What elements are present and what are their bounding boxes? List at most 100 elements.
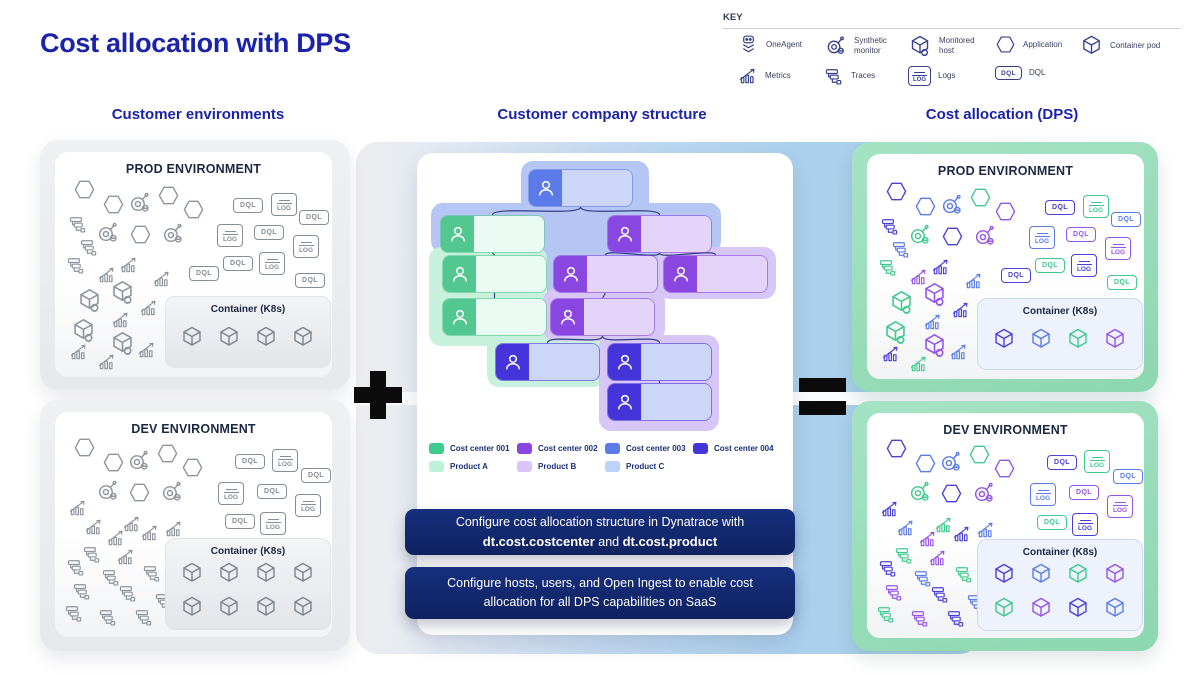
- legend-label: Product B: [538, 462, 577, 471]
- log-badge-icon: LOG: [1083, 195, 1109, 218]
- legend-label: Cost center 004: [714, 444, 774, 453]
- key-item-metrics: Metrics: [738, 66, 817, 86]
- badge-label: LOG: [1035, 495, 1051, 502]
- synthetic-icon: [824, 34, 847, 57]
- dql-badge-icon: DQL: [1035, 258, 1065, 273]
- badge-label: LOG: [223, 494, 239, 501]
- application-icon: [181, 456, 204, 479]
- legend-item-product: Product C: [605, 461, 664, 472]
- dql-badge-icon: DQL: [301, 468, 331, 483]
- synthetic-icon: [972, 223, 997, 248]
- badge-label: LOG: [1089, 462, 1105, 469]
- product-area: [641, 384, 711, 420]
- key-item-label: Application: [1023, 39, 1063, 49]
- badge-label: DQL: [264, 488, 280, 495]
- synthetic-icon: [971, 480, 996, 505]
- metrics-icon: [137, 340, 157, 360]
- metrics-icon: [140, 523, 160, 543]
- traces-icon: [891, 239, 911, 259]
- host-icon: [109, 330, 136, 357]
- log-badge-icon: LOG: [271, 193, 297, 216]
- person-avatar-icon: [529, 170, 562, 206]
- org-person-card: [607, 215, 712, 253]
- plus-operator: [354, 371, 402, 419]
- metrics-icon: [923, 312, 943, 332]
- application-icon: [993, 457, 1016, 480]
- banner-text: and: [594, 534, 623, 549]
- metrics-icon: [152, 269, 172, 289]
- key-item-label: Logs: [938, 71, 956, 81]
- application-icon: [157, 184, 180, 207]
- application-icon: [940, 482, 963, 505]
- container-pod-icon: [1029, 327, 1053, 351]
- application-icon: [129, 223, 152, 246]
- traces-icon: [878, 257, 898, 277]
- container-k8s-box: Container (K8s): [165, 296, 331, 368]
- badge-label: DQL: [1076, 489, 1092, 496]
- legend-label: Cost center 002: [538, 444, 598, 453]
- badge-label: DQL: [1118, 216, 1134, 223]
- person-avatar-icon: [496, 344, 529, 380]
- key-heading: KEY: [723, 12, 743, 23]
- badge-label: DQL: [240, 202, 256, 209]
- host-icon: [921, 281, 948, 308]
- badge-label: LOG: [222, 236, 238, 243]
- badge-label: LOG: [298, 247, 314, 254]
- page-title: Cost allocation with DPS: [40, 28, 351, 58]
- badge-label: LOG: [300, 506, 316, 513]
- host-icon: [882, 319, 909, 346]
- traces-icon: [876, 604, 896, 624]
- legend-item-product: Product A: [429, 461, 488, 472]
- banner-configure-hosts: Configure hosts, users, and Open Ingest …: [405, 567, 795, 619]
- application-icon: [73, 436, 96, 459]
- environment-title: PROD ENVIRONMENT: [125, 162, 262, 176]
- key-item-oneagent: OneAgent: [738, 34, 818, 55]
- traces-icon: [910, 608, 930, 628]
- badge-label: DQL: [242, 458, 258, 465]
- application-icon: [102, 451, 125, 474]
- synthetic-icon: [907, 479, 932, 504]
- metrics-icon: [111, 310, 131, 330]
- dql-badge-icon: DQL: [295, 273, 325, 288]
- column-header-customer-environments: Customer environments: [111, 106, 285, 123]
- log-badge-icon: LOG: [1071, 254, 1097, 277]
- container-k8s-box: Container (K8s): [165, 538, 331, 630]
- container-pod-icon: [1066, 596, 1090, 620]
- key-item-label: Metrics: [765, 71, 791, 81]
- metrics-icon: [84, 517, 104, 537]
- log-badge-icon: LOG: [1030, 483, 1056, 506]
- dql-badge-icon: DQL: [1066, 227, 1096, 242]
- banner-line: dt.cost.costcenter and dt.cost.product: [431, 532, 769, 552]
- application-icon: [914, 452, 937, 475]
- container-pod-icon: [291, 561, 315, 585]
- log-badge-icon: LOG: [217, 224, 243, 247]
- product-area: [529, 344, 599, 380]
- host-icon: [921, 332, 948, 359]
- container-pod-icon: [1103, 596, 1127, 620]
- metrics-icon: [934, 515, 954, 535]
- traces-icon: [66, 255, 86, 275]
- badge-label: LOG: [1088, 207, 1104, 214]
- traces-icon: [824, 66, 844, 86]
- product-area: [562, 170, 632, 206]
- traces-icon: [72, 581, 92, 601]
- traces-icon: [101, 567, 121, 587]
- org-person-card: [442, 298, 547, 336]
- synthetic-icon: [159, 479, 184, 504]
- badge-label: LOG: [276, 205, 292, 212]
- metrics-icon: [68, 498, 88, 518]
- key-divider: [723, 28, 1180, 29]
- dql-badge-icon: DQL: [1069, 485, 1099, 500]
- badge-label: DQL: [1114, 279, 1130, 286]
- dql-badge-icon: DQL: [1001, 268, 1031, 283]
- application-icon: [102, 193, 125, 216]
- container-pod-icon: [217, 595, 241, 619]
- host-icon: [888, 289, 915, 316]
